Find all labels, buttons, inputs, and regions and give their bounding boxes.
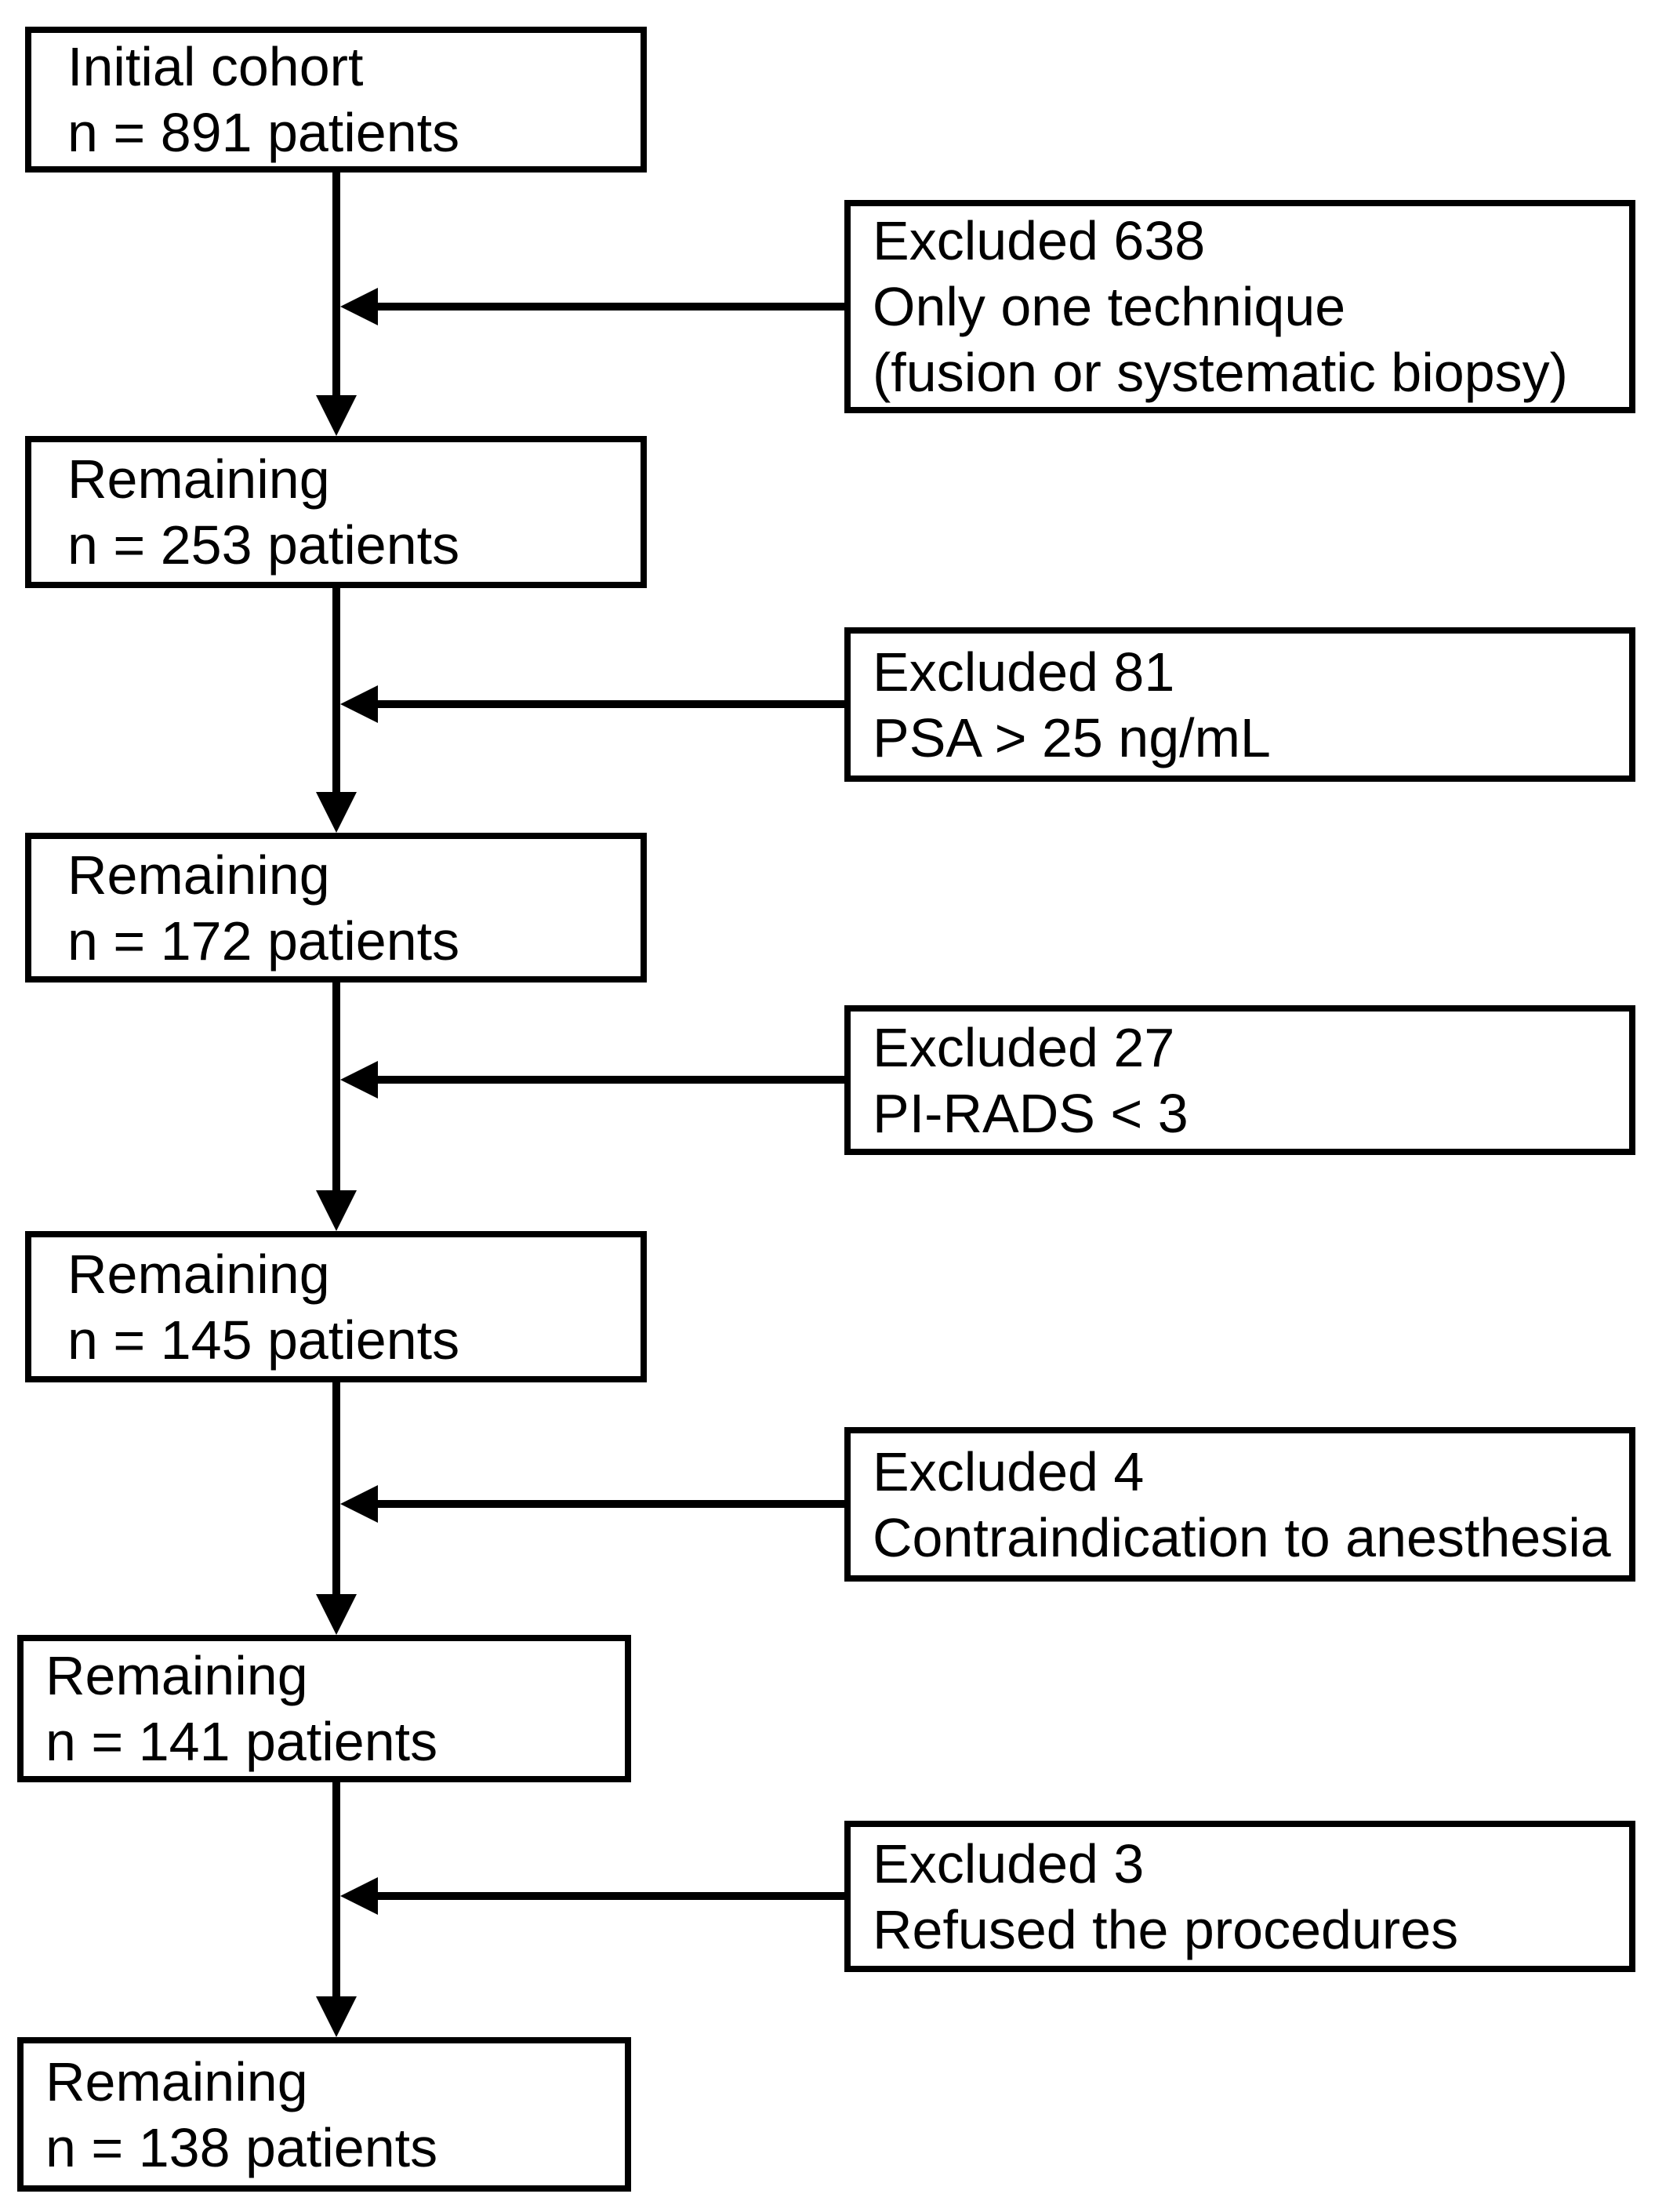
arrow-down-4-head-icon	[316, 1594, 357, 1635]
flow-box-label: Remaining	[67, 449, 330, 510]
exclusion-reason: PI-RADS < 3	[873, 1082, 1189, 1144]
exclusion-reason: Refused the procedures	[873, 1898, 1459, 1960]
arrow-down-1-shaft	[332, 173, 340, 395]
arrow-left-2-shaft	[375, 700, 844, 708]
flow-box-count: n = 172 patients	[67, 910, 460, 972]
exclusion-title: Excluded 81	[873, 641, 1175, 703]
flow-box-label: Remaining	[67, 1243, 330, 1305]
arrow-left-2-head-icon	[340, 685, 378, 723]
exclusion-box-81: Excluded 81 PSA > 25 ng/mL	[844, 627, 1635, 782]
arrow-down-3-head-icon	[316, 1190, 357, 1231]
flow-box-count: n = 253 patients	[67, 514, 460, 576]
flow-box-count: n = 891 patients	[67, 102, 460, 163]
exclusion-title: Excluded 638	[873, 210, 1206, 271]
flow-box-remaining-253: Remaining n = 253 patients	[25, 436, 647, 588]
flow-box-label: Remaining	[45, 1645, 308, 1706]
exclusion-reason: PSA > 25 ng/mL	[873, 706, 1271, 768]
exclusion-box-4: Excluded 4 Contraindication to anesthesi…	[844, 1427, 1635, 1582]
flow-box-label: Initial cohort	[67, 36, 364, 97]
arrow-down-5-shaft	[332, 1782, 340, 1996]
arrow-left-1-head-icon	[340, 288, 378, 325]
arrow-down-5-head-icon	[316, 1996, 357, 2037]
exclusion-box-3: Excluded 3 Refused the procedures	[844, 1821, 1635, 1972]
exclusion-reason: Only one technique	[873, 276, 1346, 337]
exclusion-title: Excluded 27	[873, 1016, 1175, 1078]
exclusion-box-27: Excluded 27 PI-RADS < 3	[844, 1005, 1635, 1155]
flow-box-remaining-172: Remaining n = 172 patients	[25, 833, 647, 983]
flow-box-initial-cohort: Initial cohort n = 891 patients	[25, 27, 647, 173]
exclusion-title: Excluded 3	[873, 1832, 1145, 1894]
arrow-left-4-shaft	[375, 1500, 844, 1508]
arrow-left-4-head-icon	[340, 1485, 378, 1523]
arrow-left-3-shaft	[375, 1076, 844, 1084]
exclusion-reason: Contraindication to anesthesia	[873, 1506, 1611, 1568]
flow-box-count: n = 141 patients	[45, 1711, 438, 1772]
arrow-down-2-head-icon	[316, 792, 357, 833]
arrow-left-5-head-icon	[340, 1877, 378, 1915]
flow-box-label: Remaining	[67, 844, 330, 906]
arrow-left-3-head-icon	[340, 1061, 378, 1099]
flow-box-remaining-141: Remaining n = 141 patients	[17, 1635, 631, 1782]
arrow-down-1-head-icon	[316, 395, 357, 436]
flow-box-count: n = 145 patients	[67, 1309, 460, 1371]
arrow-left-5-shaft	[375, 1892, 844, 1900]
arrow-left-1-shaft	[375, 303, 844, 311]
flow-box-count: n = 138 patients	[45, 2116, 438, 2178]
exclusion-box-638: Excluded 638 Only one technique (fusion …	[844, 200, 1635, 413]
flow-box-remaining-145: Remaining n = 145 patients	[25, 1231, 647, 1382]
arrow-down-3-shaft	[332, 983, 340, 1190]
flow-box-label: Remaining	[45, 2050, 308, 2112]
exclusion-title: Excluded 4	[873, 1440, 1145, 1502]
exclusion-reason-detail: (fusion or systematic biopsy)	[873, 342, 1568, 403]
arrow-down-2-shaft	[332, 587, 340, 792]
arrow-down-4-shaft	[332, 1382, 340, 1594]
flow-box-remaining-138: Remaining n = 138 patients	[17, 2037, 631, 2192]
